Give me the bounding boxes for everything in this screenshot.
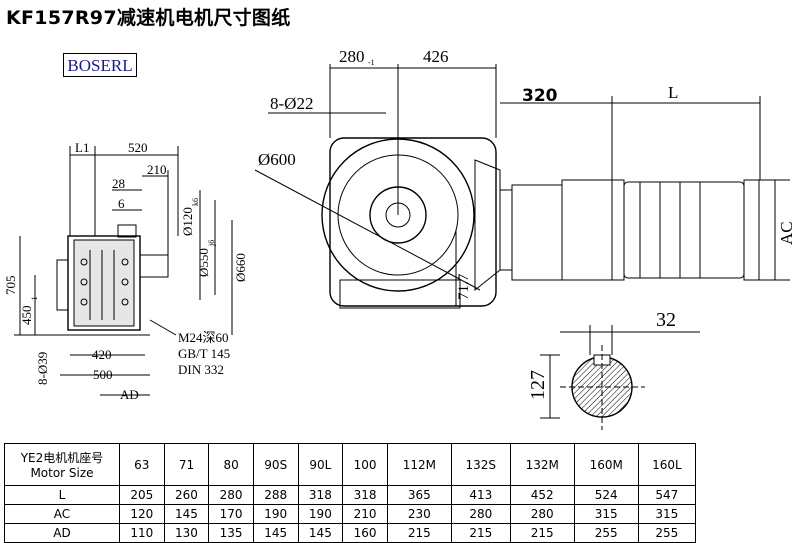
size-cell: 132S (450, 443, 511, 486)
dim-d120: Ø120 (180, 207, 195, 236)
size-cell: 160M (573, 443, 639, 486)
value-cell: 190 (297, 504, 344, 524)
row-label: AD (4, 523, 120, 543)
value-cell: 260 (163, 485, 210, 505)
dim-d550: Ø550 (196, 248, 211, 277)
dim-520: 520 (128, 140, 148, 155)
value-cell: 288 (252, 485, 299, 505)
dim-426: 426 (423, 47, 449, 66)
table-header-label: YE2电机机座号 Motor Size (4, 443, 120, 486)
value-cell: 215 (386, 523, 452, 543)
value-cell: 120 (119, 504, 165, 524)
header-line-en: Motor Size (30, 466, 94, 480)
value-cell: 210 (342, 504, 388, 524)
size-cell: 63 (119, 443, 165, 486)
size-cell: 132M (509, 443, 575, 486)
dim-210: 210 (147, 162, 167, 177)
value-cell: 130 (163, 523, 210, 543)
dim-28: 28 (112, 176, 125, 191)
value-cell: 315 (573, 504, 639, 524)
dim-450-tol: -1 (30, 296, 39, 303)
dim-d120-tol: k6 (191, 198, 200, 206)
value-cell: 135 (208, 523, 254, 543)
value-cell: 190 (252, 504, 299, 524)
table-row: AC 120 145 170 190 190 210 230 280 280 3… (4, 504, 697, 524)
size-cell: 90S (252, 443, 299, 486)
dim-450: 450 (19, 306, 34, 326)
value-cell: 145 (297, 523, 344, 543)
dim-L1: L1 (75, 140, 89, 155)
value-cell: 524 (573, 485, 639, 505)
value-cell: 230 (386, 504, 452, 524)
table-header-row: YE2电机机座号 Motor Size 63 71 80 90S 90L 100… (4, 443, 697, 486)
dim-AD: AD (120, 387, 139, 402)
value-cell: 110 (119, 523, 165, 543)
dim-L: L (668, 83, 678, 102)
value-cell: 318 (342, 485, 388, 505)
value-cell: 280 (509, 504, 575, 524)
size-cell: 80 (208, 443, 254, 486)
value-cell: 145 (252, 523, 299, 543)
value-cell: 215 (450, 523, 511, 543)
value-cell: 452 (509, 485, 575, 505)
dim-127: 127 (527, 370, 549, 400)
header-line-cn: YE2电机机座号 (20, 451, 104, 465)
dim-71-7: 71.7 (456, 273, 472, 300)
value-cell: 215 (509, 523, 575, 543)
bolt-holes: 8-Ø22 (270, 94, 313, 113)
value-cell: 413 (450, 485, 511, 505)
dim-d600: Ø600 (258, 150, 296, 169)
value-cell: 280 (450, 504, 511, 524)
value-cell: 280 (208, 485, 254, 505)
value-cell: 170 (208, 504, 254, 524)
page-title: KF157R97减速机电机尺寸图纸 (6, 7, 291, 29)
size-cell: 90L (297, 443, 344, 486)
dim-280-tol: -1 (368, 58, 375, 67)
value-cell: 365 (386, 485, 452, 505)
value-cell: 145 (163, 504, 210, 524)
size-cell: 112M (386, 443, 452, 486)
value-cell: 160 (342, 523, 388, 543)
size-cell: 71 (163, 443, 210, 486)
size-cell: 160L (637, 443, 697, 486)
table-row: L 205 260 280 288 318 318 365 413 452 52… (4, 485, 697, 505)
dim-280: 280 (339, 47, 365, 66)
motor-size-table: YE2电机机座号 Motor Size 63 71 80 90S 90L 100… (4, 443, 697, 543)
thread-spec: M24深60 (178, 330, 229, 345)
size-cell: 100 (342, 443, 388, 486)
dim-500: 500 (93, 367, 113, 382)
dim-holes: 8-Ø39 (35, 352, 50, 385)
value-cell: 547 (637, 485, 697, 505)
dim-420: 420 (92, 347, 112, 362)
row-label: L (4, 485, 120, 505)
value-cell: 205 (119, 485, 165, 505)
value-cell: 318 (297, 485, 344, 505)
front-view-outline (321, 137, 760, 309)
dim-320: 320 (522, 86, 558, 106)
row-label: AC (4, 504, 120, 524)
value-cell: 255 (573, 523, 639, 543)
table-row: AD 110 130 135 145 145 160 215 215 215 2… (4, 523, 697, 543)
standard-din: DIN 332 (178, 362, 224, 377)
value-cell: 255 (637, 523, 697, 543)
dim-d550-tol: j6 (207, 240, 216, 247)
dim-705: 705 (3, 276, 18, 296)
dim-6: 6 (118, 196, 125, 211)
standard-gb: GB/T 145 (178, 346, 230, 361)
dim-key-32: 32 (656, 309, 676, 331)
brand-logo: BOSERL (63, 53, 137, 77)
value-cell: 315 (637, 504, 697, 524)
dim-d660: Ø660 (233, 253, 248, 282)
technical-drawing: L1 520 210 28 6 Ø120 k6 Ø550 j6 Ø660 705… (3, 47, 796, 430)
side-view-outline (56, 224, 169, 331)
dim-AC: AC (777, 221, 796, 245)
